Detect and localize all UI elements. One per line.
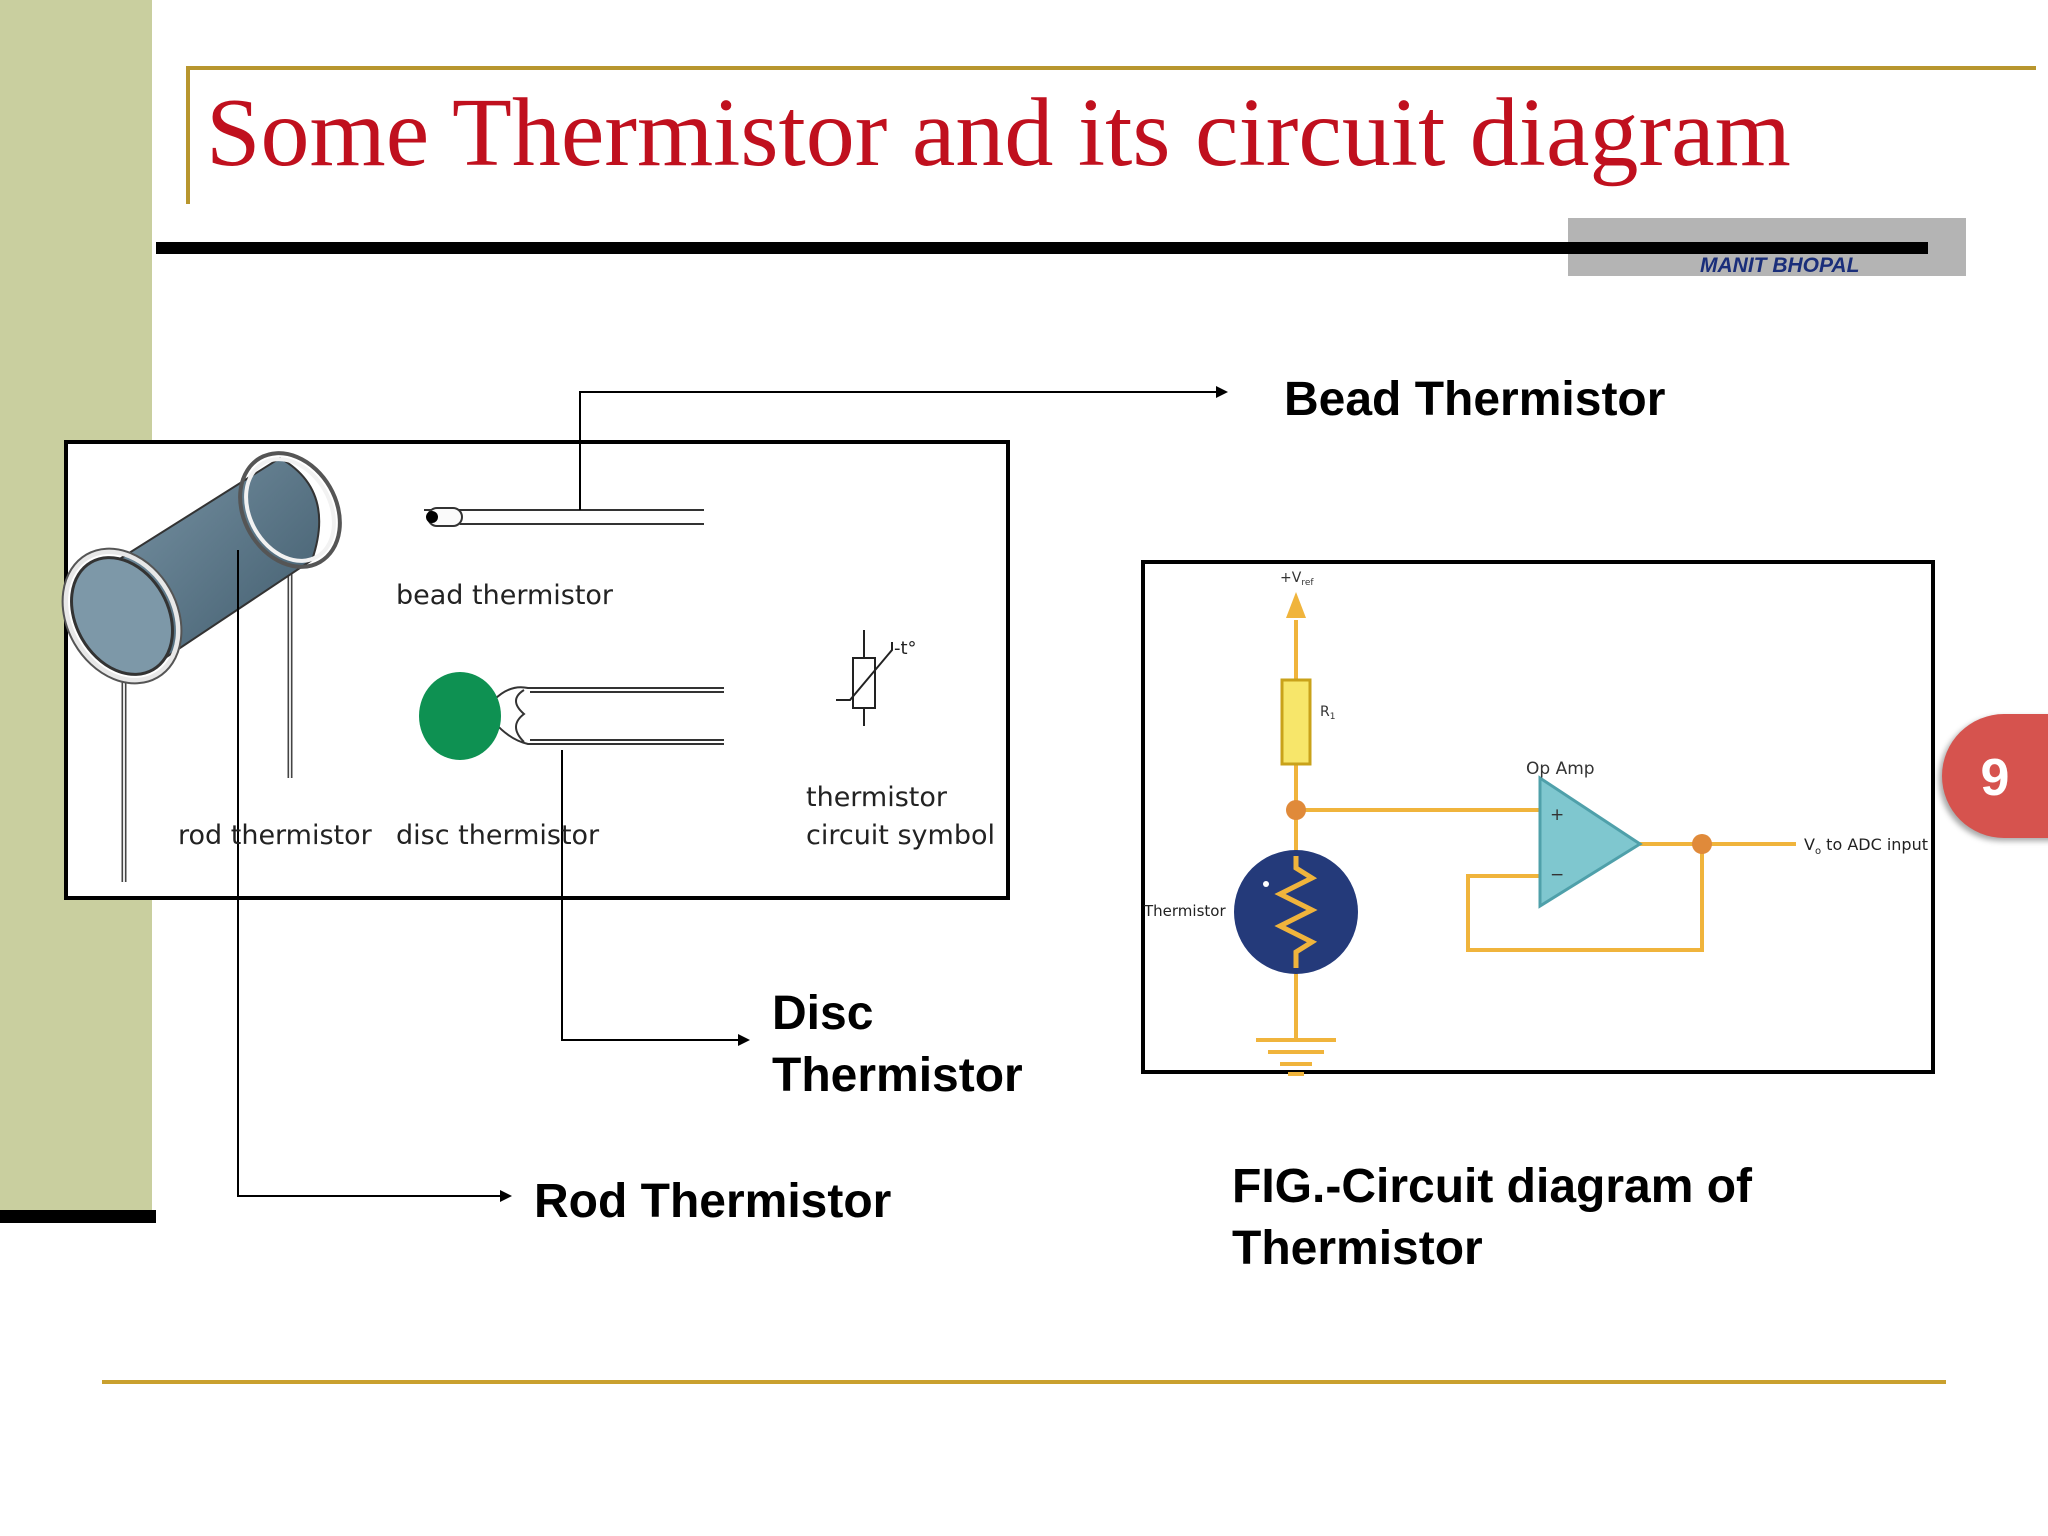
ground-icon [1256, 1038, 1336, 1076]
figure-caption: FIG.-Circuit diagram of Thermistor [1232, 1156, 1752, 1280]
rod-thermistor-callout: Rod Thermistor [534, 1175, 892, 1228]
figure-caption-line2: Thermistor [1232, 1222, 1483, 1275]
rod-thermistor-drawing [61, 451, 342, 882]
vref-label: +Vref [1280, 570, 1314, 588]
bead-thermistor-label: bead thermistor [396, 580, 614, 611]
junction-node-input [1286, 800, 1306, 820]
bead-callout-arrow [579, 386, 1228, 510]
output-label: Vo to ADC input [1804, 835, 1928, 857]
resistor-r1 [1280, 678, 1312, 766]
thermistor-dot [1263, 881, 1269, 887]
vref-arrow-icon [1286, 592, 1306, 618]
title-frame-top [186, 66, 2036, 70]
page-badge [1942, 714, 2048, 838]
disc-callout-arrow [561, 750, 750, 1046]
symbol-label-line2: circuit symbol [806, 820, 995, 851]
thermistor-zigzag [1274, 856, 1318, 968]
circuit-figure-frame [1141, 560, 1935, 1074]
disc-thermistor-callout-line2: Thermistor [772, 1049, 1023, 1102]
footer-line [102, 1380, 1946, 1384]
disc-thermistor-drawing [419, 672, 724, 760]
bead-thermistor-callout: Bead Thermistor [1284, 373, 1666, 426]
symbol-label-line1: thermistor [806, 782, 948, 813]
thermistor-symbol-drawing [836, 630, 893, 726]
rod-callout-arrow [237, 550, 512, 1202]
header-divider [156, 242, 1928, 254]
resistor-label: R1 [1320, 704, 1335, 722]
rod-thermistor-label: rod thermistor [178, 820, 373, 851]
organization-label: MANIT BHOPAL [1700, 254, 1860, 277]
thermistor-label: Thermistor [1143, 902, 1226, 920]
slide-title: Some Thermistor and its circuit diagram [206, 79, 1791, 187]
op-amp-plus: + [1550, 805, 1564, 825]
symbol-temperature-annotation: -t° [894, 638, 917, 659]
figure-caption-line1: FIG.-Circuit diagram of [1232, 1160, 1753, 1213]
disc-thermistor-callout-line1: Disc [772, 987, 874, 1040]
page-number: 9 [1980, 749, 2010, 807]
op-amp-triangle [1538, 775, 1643, 909]
bead-thermistor-drawing [424, 507, 704, 527]
junction-node-output [1692, 834, 1712, 854]
disc-thermistor-label: disc thermistor [396, 820, 600, 851]
side-strip-base [0, 1210, 156, 1223]
thermistor-bead [1234, 850, 1358, 974]
title-frame-left [186, 66, 190, 204]
op-amp-minus: − [1550, 865, 1564, 885]
op-amp-label: Op Amp [1526, 759, 1595, 779]
